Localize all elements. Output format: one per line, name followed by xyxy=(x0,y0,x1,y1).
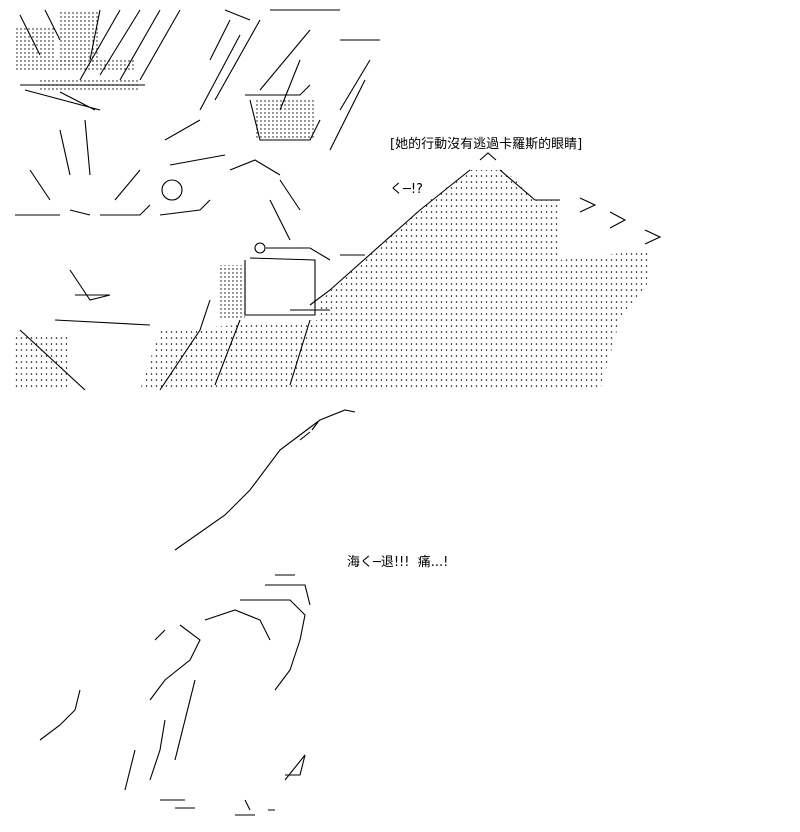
caption-shout: 海く─退!!! 痛...! xyxy=(347,555,449,570)
burst-art xyxy=(15,9,211,391)
caption-line-1: [她的行動沒有逃過卡羅斯的眼睛] xyxy=(390,137,583,152)
lower-figure-art xyxy=(39,574,311,816)
landscape-art xyxy=(140,152,662,390)
streak-art xyxy=(174,409,356,551)
caption-line-2: く─!? xyxy=(390,182,423,197)
figure-art xyxy=(159,9,380,391)
caption-narration: [她的行動沒有逃過卡羅斯的眼睛] く─!? xyxy=(390,107,582,212)
